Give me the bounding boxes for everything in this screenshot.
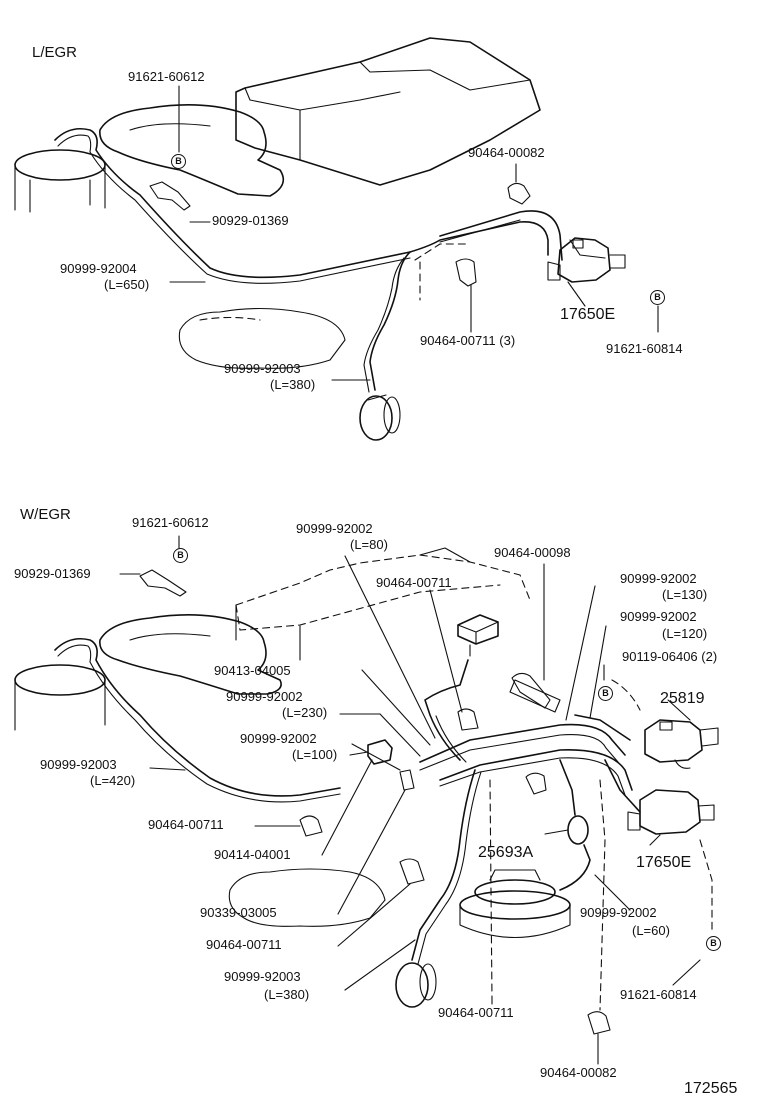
bolt-marker: B <box>171 154 186 169</box>
label-90999-92003-b: 90999-92003 <box>224 969 301 984</box>
label-90464-00711-c: 90464-00711 <box>206 937 282 952</box>
label-90999-92002-a-length: (L=80) <box>350 537 388 552</box>
label-90999-92002-e-length: (L=100) <box>292 747 338 762</box>
label-90999-92002-a: 90999-92002 <box>296 521 373 536</box>
label-90999-92004-length: (L=650) <box>104 277 150 292</box>
label-90999-92002-c: 90999-92002 <box>620 609 697 624</box>
label-90999-92002-c-length: (L=120) <box>662 626 708 641</box>
top-hoses <box>54 127 563 393</box>
label-90339-03005: 90339-03005 <box>200 905 277 920</box>
section-title-w-egr: W/EGR <box>20 506 71 523</box>
label-90999-92002-f: 90999-92002 <box>580 905 657 920</box>
label-90999-92002-e: 90999-92002 <box>240 731 317 746</box>
bottom-parts-small <box>395 679 589 1008</box>
bolt-marker: B <box>650 290 665 305</box>
label-90464-00711-d: 90464-00711 <box>438 1005 514 1020</box>
label-91621-60612: 91621-60612 <box>132 515 209 530</box>
label-90999-92002-d-length: (L=230) <box>282 705 328 720</box>
top-leader-lines <box>169 85 659 381</box>
label-90464-00082: 90464-00082 <box>468 145 545 160</box>
section-title-l-egr: L/EGR <box>32 44 78 61</box>
label-91621-60814: 91621-60814 <box>620 987 697 1002</box>
label-17650E: 17650E <box>560 306 616 323</box>
top-engine-outline <box>14 37 541 369</box>
top-vsv-17650E <box>547 237 626 283</box>
label-90464-00711: 90464-00711 (3) <box>420 333 516 348</box>
label-90999-92002-b-length: (L=130) <box>662 587 708 602</box>
bottom-dashed <box>489 679 713 1011</box>
figure-number: 172565 <box>684 1080 738 1097</box>
label-90464-00711-b: 90464-00711 <box>148 817 224 832</box>
label-25693A: 25693A <box>478 844 534 861</box>
label-25819: 25819 <box>660 690 705 707</box>
bottom-vsv-17650E <box>627 789 715 835</box>
bolt-marker: B <box>706 936 721 951</box>
bottom-leader-lines <box>119 535 701 1065</box>
label-90414-04001: 90414-04001 <box>214 847 291 862</box>
label-91621-60814: 91621-60814 <box>606 341 683 356</box>
bottom-engine-outline <box>14 547 571 938</box>
bottom-vsv-25819 <box>644 719 719 769</box>
bolt-marker: B <box>598 686 613 701</box>
label-90929-01369: 90929-01369 <box>212 213 289 228</box>
label-90999-92002-f-length: (L=60) <box>632 923 670 938</box>
bolt-marker: B <box>173 548 188 563</box>
label-90999-92003: 90999-92003 <box>224 361 301 376</box>
top-vacuum-device <box>359 394 401 441</box>
label-17650E: 17650E <box>636 854 692 871</box>
label-90999-92002-b: 90999-92002 <box>620 571 697 586</box>
label-90999-92002-d: 90999-92002 <box>226 689 303 704</box>
label-90999-92003-length: (L=380) <box>270 377 316 392</box>
label-90464-00082: 90464-00082 <box>540 1065 617 1080</box>
label-90999-92003-a-length: (L=420) <box>90 773 136 788</box>
label-90999-92003-b-length: (L=380) <box>264 987 310 1002</box>
label-90929-01369: 90929-01369 <box>14 566 91 581</box>
bottom-hoses <box>54 569 641 1035</box>
label-90413-04005: 90413-04005 <box>214 663 291 678</box>
label-90119-06406: 90119-06406 (2) <box>622 649 718 664</box>
label-91621-60612: 91621-60612 <box>128 69 205 84</box>
label-90464-00711-a: 90464-00711 <box>376 575 452 590</box>
label-90999-92003-a: 90999-92003 <box>40 757 117 772</box>
label-90464-00098: 90464-00098 <box>494 545 571 560</box>
label-90999-92004: 90999-92004 <box>60 261 137 276</box>
